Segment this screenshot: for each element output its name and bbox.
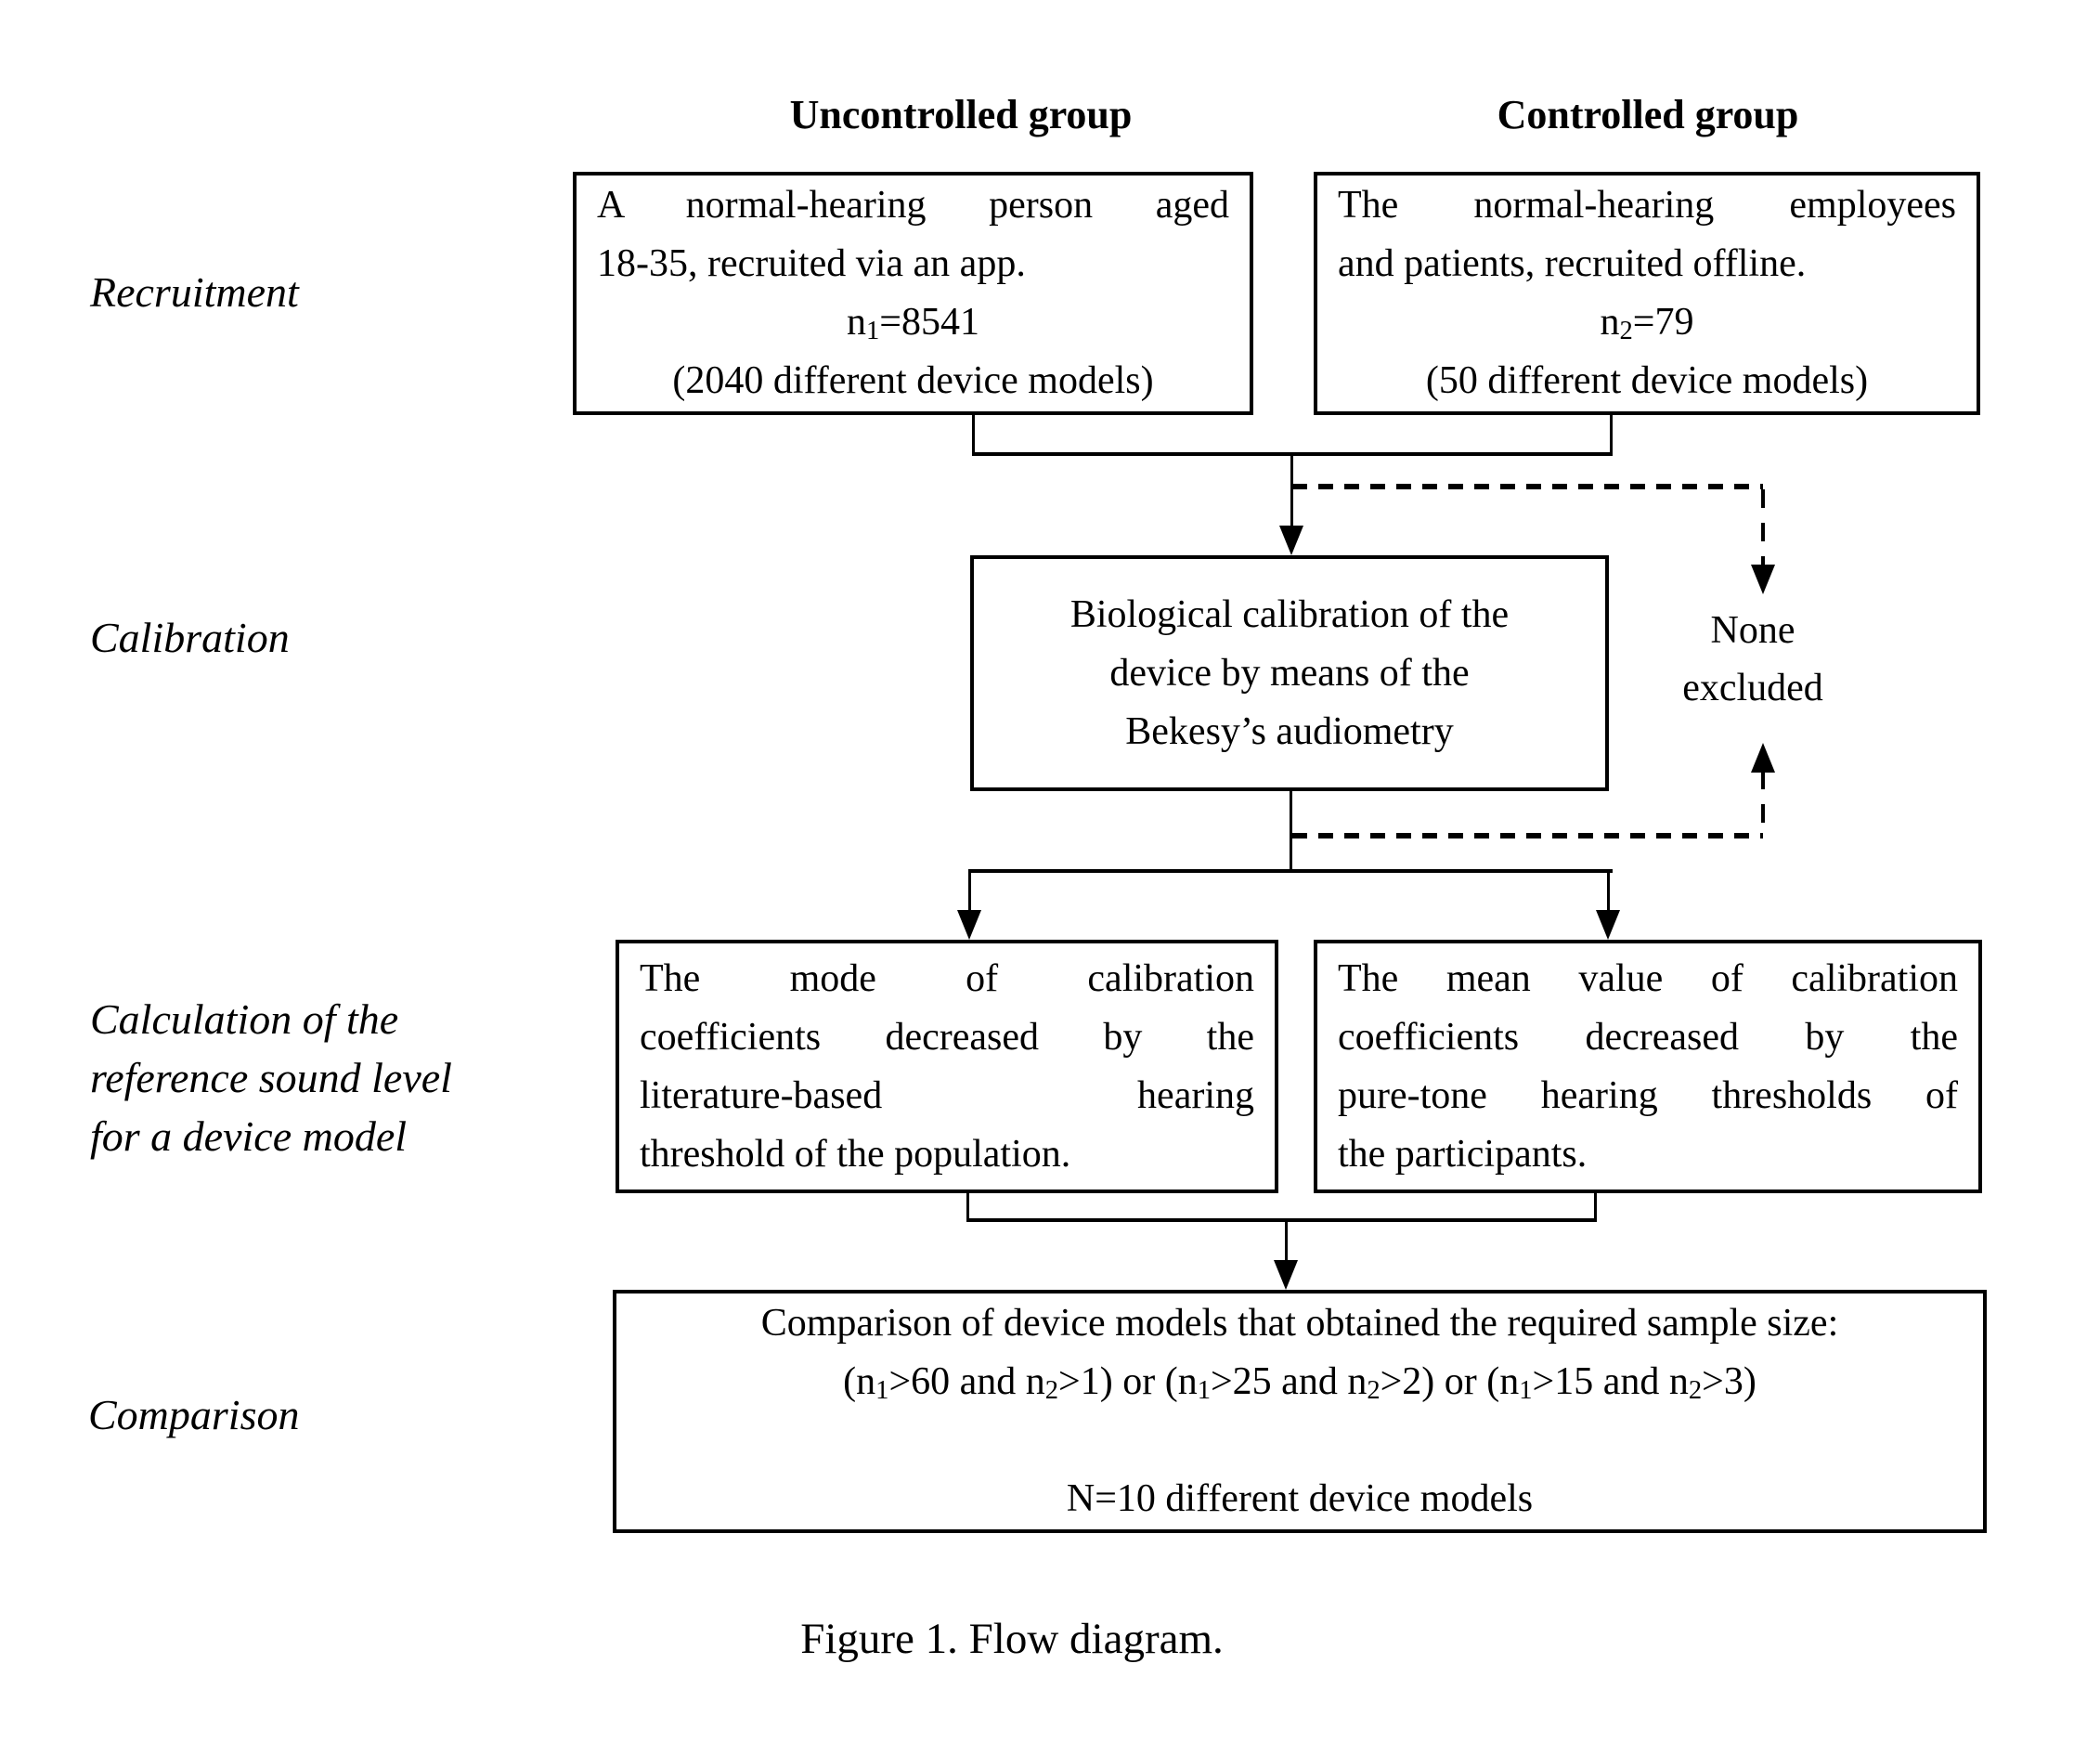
box-calculation-uncontrolled: The mode of calibration coefficients dec…: [616, 940, 1278, 1193]
box-text-line: N=10 different device models: [1066, 1477, 1534, 1520]
box-text-line-n2: n2=79: [1600, 301, 1694, 346]
arrowhead-into-none-excluded: [1751, 565, 1775, 594]
stage-label-recruitment: Recruitment: [90, 268, 299, 316]
dashed-line-up-none-excluded: [1761, 771, 1765, 836]
box-text-line: 18-35, recruited via an app.: [597, 242, 1026, 285]
connector-stub-uncontrolled: [972, 415, 975, 456]
box-text-line: Biological calibration of the: [1069, 592, 1510, 636]
stage-label-calibration: Calibration: [90, 614, 290, 661]
dashed-line-down-none-excluded: [1761, 489, 1765, 566]
connector-arm-left: [968, 873, 971, 910]
connector-trunk-to-comparison: [1285, 1222, 1288, 1262]
box-text-line: The normal-hearing employees: [1338, 184, 1956, 227]
arrowhead-into-comparison: [1274, 1260, 1298, 1290]
none-excluded-label: None excluded: [1614, 602, 1892, 717]
box-text-line-n1: n1=8541: [847, 301, 979, 346]
stage-label-comparison: Comparison: [88, 1391, 300, 1438]
connector-arm-right: [1607, 873, 1610, 910]
connector-stub-controlled: [1610, 415, 1613, 456]
connector-merge-top: [972, 452, 1613, 456]
arrowhead-into-calc-right: [1596, 910, 1620, 940]
box-text-line-sample-size: (n1>60 and n2>1) or (n1>25 and n2>2) or …: [843, 1360, 1756, 1406]
box-comparison: Comparison of device models that obtaine…: [613, 1290, 1987, 1533]
box-text-line: device by means of the: [1109, 651, 1470, 695]
stage-label-calculation: Calculation of the reference sound level…: [90, 995, 452, 1160]
none-excluded-line2: excluded: [1682, 667, 1823, 709]
header-controlled-group: Controlled group: [1497, 92, 1799, 137]
connector-stub-calc-right: [1594, 1193, 1597, 1222]
box-text-line: The mode of calibration: [640, 956, 1254, 1000]
connector-trunk-to-calibration: [1290, 456, 1293, 527]
arrowhead-into-calc-left: [957, 910, 981, 940]
box-calculation-controlled: The mean value of calibration coefficien…: [1314, 940, 1982, 1193]
connector-split-line: [968, 869, 1613, 873]
connector-stub-calc-left: [966, 1193, 969, 1222]
box-text-line: the participants.: [1338, 1132, 1588, 1176]
box-text-line: Comparison of device models that obtaine…: [760, 1302, 1839, 1345]
figure-caption: Figure 1. Flow diagram.: [800, 1615, 1224, 1663]
box-recruitment-controlled: The normal-hearing employees and patient…: [1314, 172, 1980, 415]
dashed-line-to-none-excluded-top: [1292, 484, 1763, 489]
box-text-line: (50 different device models): [1425, 359, 1869, 402]
box-text-line: pure-tone hearing thresholds of: [1338, 1073, 1958, 1117]
arrowhead-into-calibration: [1279, 526, 1303, 555]
box-calibration: Biological calibration of the device by …: [970, 555, 1609, 791]
box-text-line: coefficients decreased by the: [640, 1015, 1254, 1059]
box-text-line: Bekesy’s audiometry: [1125, 709, 1454, 753]
connector-merge-bottom: [966, 1218, 1597, 1222]
blank-line: [637, 1411, 1963, 1470]
arrowhead-up-into-none-excluded: [1751, 743, 1775, 773]
box-text-line: (2040 different device models): [672, 359, 1154, 402]
dashed-line-to-none-excluded-bottom: [1292, 833, 1763, 838]
box-text-line: and patients, recruited offline.: [1338, 242, 1807, 285]
box-recruitment-uncontrolled: A normal-hearing person aged 18-35, recr…: [573, 172, 1253, 415]
box-text-line: literature-based hearing: [640, 1073, 1254, 1117]
none-excluded-line1: None: [1710, 609, 1795, 652]
connector-trunk-below-calibration: [1290, 791, 1292, 869]
box-text-line: threshold of the population.: [640, 1132, 1071, 1176]
box-text-line: A normal-hearing person aged: [597, 184, 1229, 227]
box-text-line: The mean value of calibration: [1338, 956, 1958, 1000]
box-text-line: coefficients decreased by the: [1338, 1015, 1958, 1059]
header-uncontrolled-group: Uncontrolled group: [789, 92, 1133, 137]
